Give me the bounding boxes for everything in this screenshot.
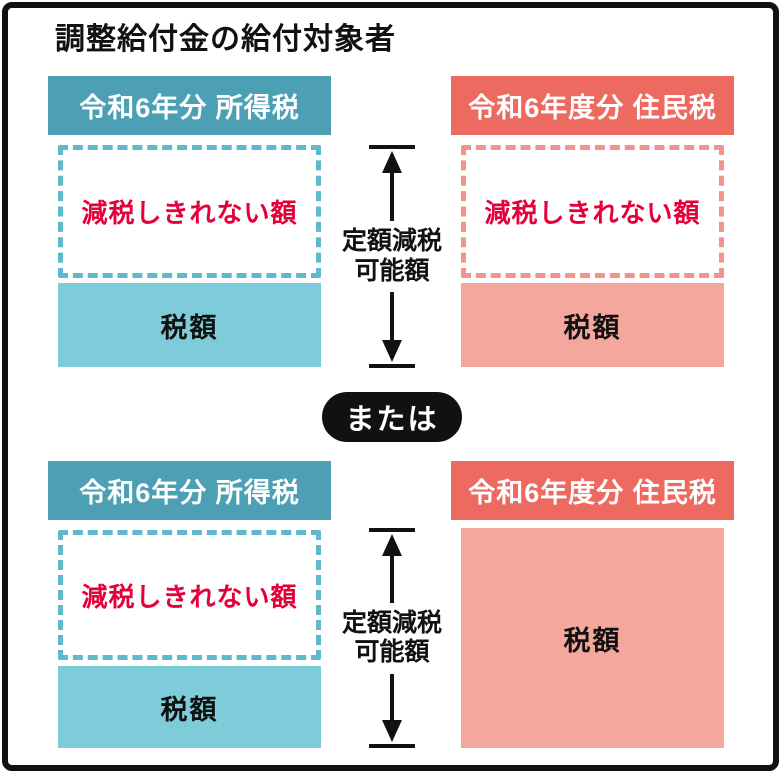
- income-shortfall-box: 減税しきれない額: [58, 145, 321, 278]
- income-shortfall-label: 減税しきれない額: [81, 581, 298, 612]
- resident-tax-header: 令和6年度分 住民税: [451, 461, 734, 520]
- arrow-shaft: [390, 548, 394, 603]
- dimension-arrow: 定額減税 可能額: [342, 528, 442, 748]
- arrow-label-line2: 可能額: [354, 638, 430, 666]
- arrow-label-line1: 定額減税: [341, 608, 442, 637]
- arrow-label-line1: 定額減税: [341, 227, 442, 255]
- arrow-bottom-cap: [369, 744, 415, 748]
- income-tax-header-label: 令和6年分 所得税: [79, 93, 300, 123]
- income-tax-amount-label: 税額: [160, 312, 219, 343]
- arrow-up-icon: [382, 151, 402, 173]
- dimension-arrow: 定額減税 可能額: [342, 145, 442, 368]
- arrow-up-icon: [382, 534, 402, 556]
- income-tax-amount-label: 税額: [160, 694, 219, 725]
- resident-shortfall-label: 減税しきれない額: [484, 198, 701, 228]
- arrow-label: 定額減税 可能額: [322, 221, 462, 292]
- arrow-shaft: [390, 165, 394, 221]
- resident-tax-amount-label: 税額: [563, 625, 622, 656]
- resident-tax-amount-box: 税額: [461, 283, 724, 367]
- or-badge-label: または: [345, 404, 439, 436]
- income-tax-header-label: 令和6年分 所得税: [79, 478, 300, 508]
- arrow-top-cap: [369, 528, 415, 532]
- income-tax-header: 令和6年分 所得税: [48, 461, 331, 520]
- resident-tax-amount-label: 税額: [563, 312, 622, 343]
- or-badge: または: [322, 392, 462, 442]
- arrow-label: 定額減税 可能額: [322, 603, 462, 674]
- income-shortfall-box: 減税しきれない額: [58, 530, 321, 660]
- arrow-down-icon: [382, 340, 402, 362]
- arrow-bottom-cap: [369, 364, 415, 368]
- page-title: 調整給付金の給付対象者: [55, 23, 396, 56]
- income-shortfall-label: 減税しきれない額: [81, 198, 298, 228]
- arrow-down-icon: [382, 720, 402, 742]
- resident-tax-header-label: 令和6年度分 住民税: [468, 478, 717, 508]
- resident-tax-amount-box: 税額: [461, 528, 724, 748]
- arrow-top-cap: [369, 145, 415, 149]
- income-tax-amount-box: 税額: [58, 283, 321, 367]
- resident-shortfall-box: 減税しきれない額: [461, 145, 724, 278]
- resident-tax-header: 令和6年度分 住民税: [451, 76, 734, 135]
- income-tax-amount-box: 税額: [58, 666, 321, 748]
- arrow-label-line2: 可能額: [354, 256, 430, 285]
- arrow-shaft: [390, 673, 394, 728]
- income-tax-header: 令和6年分 所得税: [48, 76, 331, 135]
- resident-tax-header-label: 令和6年度分 住民税: [468, 93, 717, 123]
- arrow-shaft: [390, 292, 394, 348]
